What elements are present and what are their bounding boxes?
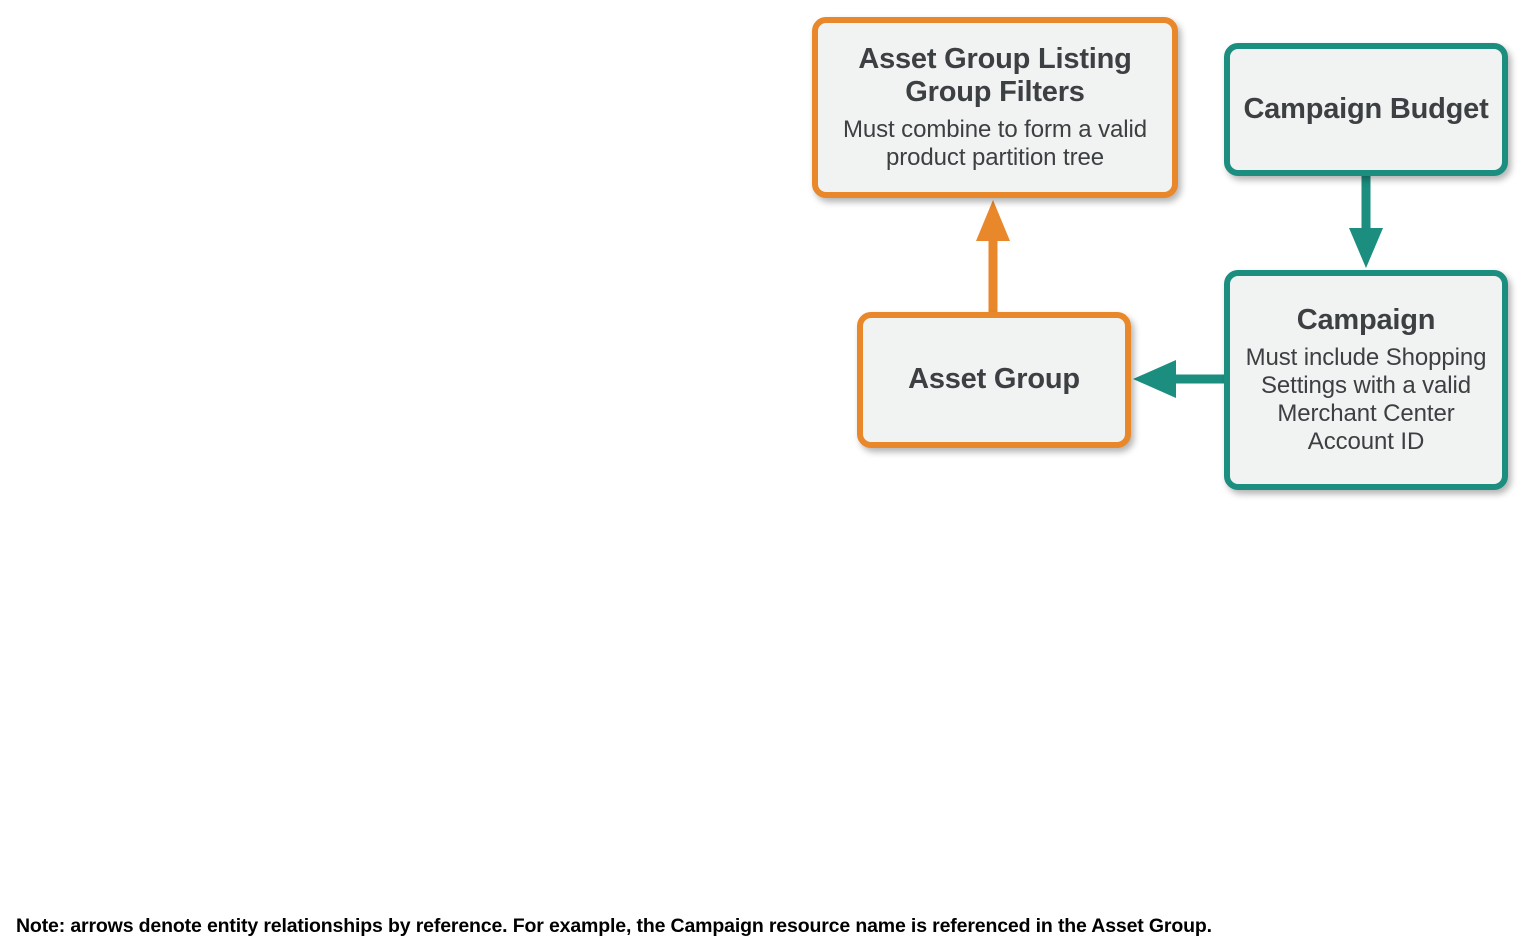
arrow-campaign-to-asset-group (1133, 360, 1224, 398)
node-campaign[interactable]: Campaign Must include Shopping Settings … (1224, 270, 1508, 490)
node-title: Asset Group Listing Group Filters (858, 42, 1132, 109)
node-title: Campaign Budget (1243, 92, 1489, 125)
node-description: Must include Shopping Settings with a va… (1245, 343, 1487, 455)
node-campaign-budget[interactable]: Campaign Budget (1224, 43, 1508, 176)
node-asset-group[interactable]: Asset Group (857, 312, 1131, 448)
node-description: Must combine to form a valid product par… (843, 116, 1147, 172)
node-asset-group-listing-group-filters[interactable]: Asset Group Listing Group Filters Must c… (812, 17, 1178, 198)
arrow-head-down (1349, 228, 1383, 268)
arrow-head-left (1133, 360, 1176, 398)
arrow-head-up (976, 200, 1010, 241)
arrow-campaign-budget-to-campaign (1349, 176, 1383, 268)
node-title: Asset Group (908, 363, 1080, 396)
footer-note: Note: arrows denote entity relationships… (16, 915, 1212, 937)
node-title: Campaign (1296, 304, 1436, 337)
arrow-asset-group-to-filters (976, 200, 1010, 312)
